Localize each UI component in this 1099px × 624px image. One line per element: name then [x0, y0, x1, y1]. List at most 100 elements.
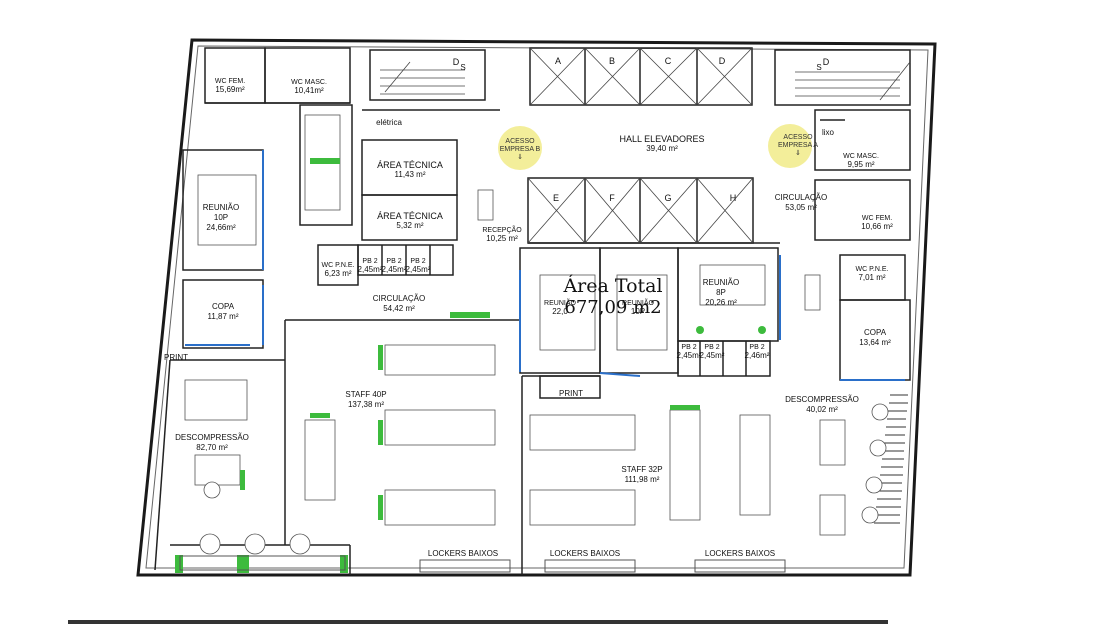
room-name: REUNIÃO [622, 300, 654, 307]
access-line1: ACESSO [505, 138, 535, 145]
room-area: 54,42 m² [383, 304, 415, 313]
glass-partitions [185, 150, 905, 381]
facade-hatch [874, 394, 908, 524]
room-name: PB 2 [362, 258, 378, 265]
room-area: 5,32 m² [396, 221, 424, 230]
stair-mark-s-left: S [460, 63, 466, 72]
stair-mark-d-right: D [822, 57, 830, 67]
room-name: CIRCULAÇÃO [372, 294, 426, 303]
elevator-g: G [664, 193, 672, 203]
elevator-c: C [664, 56, 672, 66]
room-name: COPA [863, 328, 887, 337]
room-area: 10,41m² [294, 86, 324, 95]
room-area: 2,45m² [699, 351, 725, 360]
room-lixo: lixo [822, 128, 834, 138]
room-wc-fem-1: WC FEM.15,69m² [215, 78, 245, 94]
room-area: 2,45m² [357, 265, 383, 274]
room-area: 82,70 m² [196, 443, 228, 452]
room-name: ÁREA TÉCNICA [377, 160, 443, 170]
room-capacity: 10P [213, 213, 229, 222]
room-name: PB 2 [681, 344, 697, 351]
room-area: 2,45m² [381, 265, 407, 274]
elevator-a: A [554, 56, 562, 66]
access-line2: EMPRESA A [777, 142, 819, 149]
room-area: 10,66 m² [861, 222, 893, 231]
room-area: 2,45m² [405, 265, 431, 274]
room-name: WC FEM. [861, 215, 893, 222]
total-area-label: Área Total [563, 275, 663, 297]
room-name: STAFF 40P [345, 390, 387, 399]
room-wc-masc-2: WC MASC.9,95 m² [843, 153, 879, 169]
room-area: 40,02 m² [806, 405, 838, 414]
lockers-label-2: LOCKERS BAIXOS [549, 549, 621, 558]
room-name: REUNIÃO [202, 203, 240, 212]
elevator-f: F [609, 193, 615, 203]
room-area: 53,05 m² [785, 203, 817, 212]
room-name: elétrica [376, 118, 402, 127]
lockers-label-3: LOCKERS BAIXOS [704, 549, 776, 558]
room-wc-masc-1: WC MASC.10,41m² [291, 79, 327, 95]
room-name: WC FEM. [214, 78, 246, 85]
room-area: 10,25 m² [486, 234, 518, 243]
stair-lines [380, 47, 911, 244]
stair-mark-s-right: S [816, 63, 822, 72]
room-wc-pne-1: WC P.N.E.6,23 m² [322, 262, 355, 278]
room-name: PB 2 [749, 344, 765, 351]
access-line1: ACESSO [783, 134, 813, 141]
room-area: 2,46m² [744, 351, 770, 360]
elevator-d: D [718, 56, 726, 66]
round-tables [199, 403, 889, 555]
elevator-h: H [729, 193, 737, 203]
room-area: 15,69m² [215, 85, 245, 94]
lockers [179, 555, 786, 573]
access-line2: EMPRESA B [499, 146, 541, 153]
room-name: WC P.N.E. [855, 266, 889, 273]
room-area: 9,95 m² [847, 160, 875, 169]
room-area: 20,26 m² [705, 298, 737, 307]
room-name: WC MASC. [291, 79, 327, 86]
room-name: PB 2 [410, 258, 426, 265]
room-area: 22,0 [552, 307, 568, 316]
elevator-e: E [552, 193, 560, 203]
room-name: PB 2 [386, 258, 402, 265]
room-eletrica: elétrica [376, 118, 402, 128]
room-area: 2,45m² [676, 351, 702, 360]
room-area: 39,40 m² [646, 144, 678, 153]
room-name: HALL ELEVADORES [619, 134, 705, 144]
room-name: PB 2 [704, 344, 720, 351]
room-area: 11,87 m² [207, 312, 239, 321]
room-name: CIRCULAÇÃO [774, 193, 828, 202]
room-wc-pne-2: WC P.N.E.7,01 m² [856, 266, 889, 282]
room-area: 7,01 m² [858, 273, 886, 282]
print-label-1: PRINT [164, 353, 188, 362]
room-name: ÁREA TÉCNICA [377, 211, 443, 221]
room-name: STAFF 32P [621, 465, 663, 474]
room-name: COPA [211, 302, 235, 311]
room-name: DESCOMPRESSÃO [785, 395, 859, 404]
room-name: WC P.N.E. [321, 262, 355, 269]
print-label-2: PRINT [559, 389, 583, 398]
